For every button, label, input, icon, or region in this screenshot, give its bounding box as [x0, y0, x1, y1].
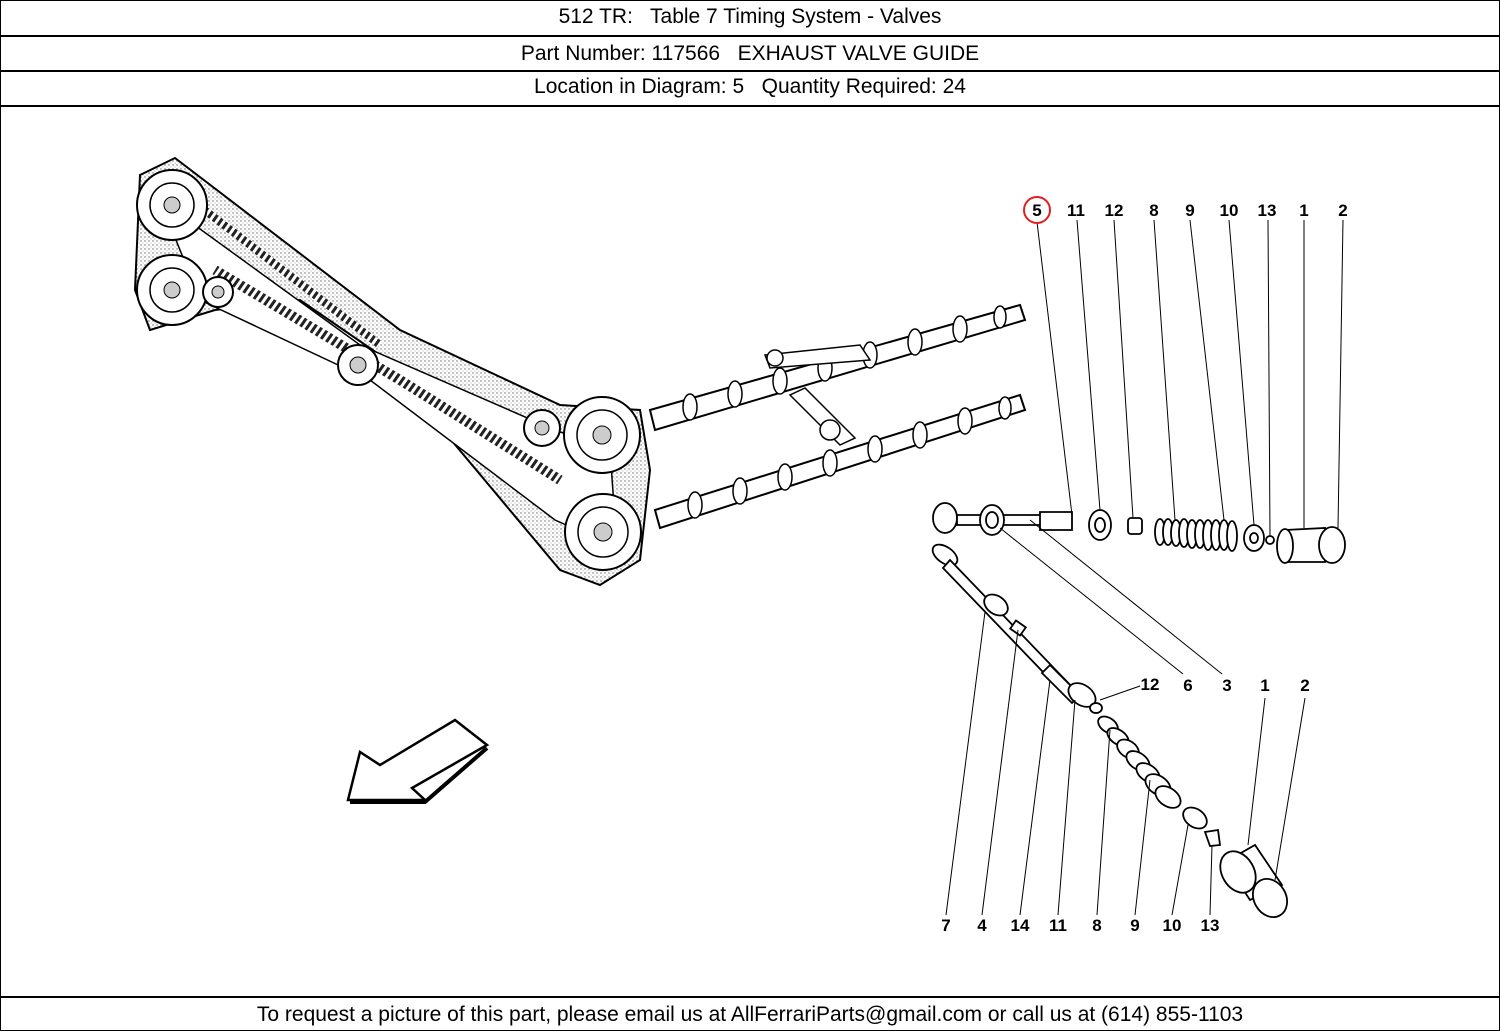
callout-11-bottom[interactable]: 11: [1049, 916, 1067, 935]
callout-9[interactable]: 9: [1185, 201, 1194, 220]
location-text: Location in Diagram: 5 Quantity Required…: [534, 75, 966, 98]
callout-11[interactable]: 11: [1067, 201, 1085, 220]
mid-callouts: 12 6 3 1 2: [1141, 675, 1310, 695]
part-number-text: Part Number: 117566 EXHAUST VALVE GUIDE: [520, 42, 980, 65]
callout-7[interactable]: 7: [941, 916, 950, 935]
callout-10[interactable]: 10: [1220, 201, 1239, 220]
camshaft-upper: [648, 303, 1027, 432]
callout-1-lower[interactable]: 1: [1260, 676, 1269, 695]
bottom-callouts: 7 4 14 11 8 9 10 13: [941, 916, 1219, 935]
upper-valve-assembly: [932, 502, 1346, 564]
parts-diagram: 5 11 12 8 9 10 13 1 2 12 6 3 1 2 7 4 14 …: [0, 107, 1500, 996]
lower-valve-assembly: [931, 543, 1288, 918]
callout-6[interactable]: 6: [1183, 676, 1192, 695]
tensioner-pulley: [337, 344, 561, 447]
callout-4[interactable]: 4: [977, 916, 987, 935]
callout-2-lower[interactable]: 2: [1300, 676, 1309, 695]
highlight-ring: [1023, 196, 1051, 224]
part-number-row: Part Number: 117566 EXHAUST VALVE GUIDE: [0, 37, 1500, 72]
callout-10-bottom[interactable]: 10: [1163, 916, 1182, 935]
footer-text: To request a picture of this part, pleas…: [256, 1003, 1244, 1026]
callout-2[interactable]: 2: [1338, 201, 1347, 220]
leader-lines: [945, 219, 1344, 916]
idler-pulley: [202, 276, 234, 308]
diagram-svg: 5 11 12 8 9 10 13 1 2 12 6 3 1 2 7 4 14 …: [133, 156, 1348, 935]
contact-footer: To request a picture of this part, pleas…: [0, 996, 1500, 1031]
callout-14[interactable]: 14: [1011, 916, 1030, 935]
callout-12-lower[interactable]: 12: [1141, 675, 1160, 694]
page-title: 512 TR: Table 7 Timing System - Valves: [0, 0, 1500, 37]
callout-1[interactable]: 1: [1299, 201, 1308, 220]
callout-13[interactable]: 13: [1258, 201, 1277, 220]
camshaft-linkage: [763, 344, 872, 446]
camshaft-lower: [653, 393, 1027, 530]
callout-8[interactable]: 8: [1149, 201, 1158, 220]
direction-arrow-icon: [346, 718, 490, 804]
pulley-lower-left: [136, 254, 208, 326]
callout-3[interactable]: 3: [1222, 676, 1231, 695]
callout-12[interactable]: 12: [1105, 201, 1124, 220]
callout-8-bottom[interactable]: 8: [1092, 916, 1101, 935]
callout-9-bottom[interactable]: 9: [1130, 916, 1139, 935]
timing-belt: [133, 156, 652, 587]
title-text: 512 TR: Table 7 Timing System - Valves: [558, 5, 942, 28]
callout-13-bottom[interactable]: 13: [1201, 916, 1220, 935]
pulley-upper-left: [136, 169, 208, 241]
camshaft-pulley-lower: [564, 493, 642, 571]
camshaft-pulley-upper: [563, 396, 641, 474]
callout-5[interactable]: 5: [1032, 201, 1041, 220]
top-callouts: 5 11 12 8 9 10 13 1 2: [1023, 196, 1348, 224]
location-row: Location in Diagram: 5 Quantity Required…: [0, 72, 1500, 107]
